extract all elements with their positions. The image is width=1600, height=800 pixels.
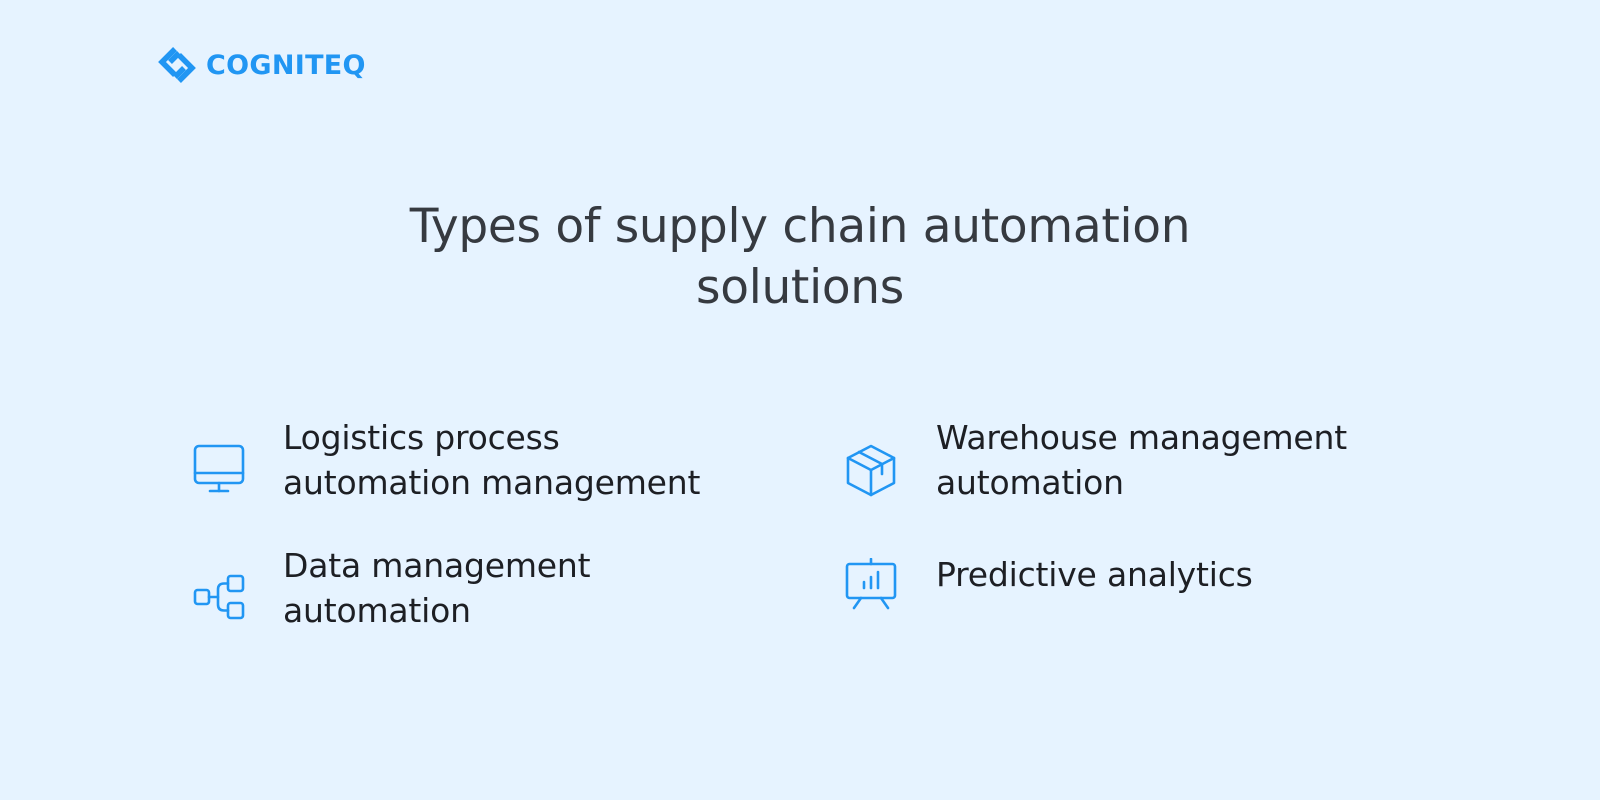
- solution-item-data-management: Data management automation: [193, 546, 591, 630]
- solution-label: Warehouse management automation: [936, 415, 1347, 505]
- label-line-1: Warehouse management: [936, 418, 1347, 457]
- solution-label: Predictive analytics: [936, 552, 1253, 597]
- desktop-monitor-icon: [193, 444, 245, 493]
- solution-item-warehouse: Warehouse management automation: [844, 418, 1347, 502]
- package-box-icon: [846, 444, 896, 497]
- solution-label: Data management automation: [283, 543, 591, 633]
- title-line-2: solutions: [696, 260, 904, 315]
- brand-logo[interactable]: COGNITEQ: [158, 46, 366, 84]
- solution-label: Logistics process automation management: [283, 415, 700, 505]
- hierarchy-tree-icon: [193, 574, 245, 620]
- label-line-2: automation: [936, 463, 1124, 502]
- label-line-2: automation management: [283, 463, 701, 502]
- brand-name: COGNITEQ: [206, 49, 366, 81]
- label-line-1: Logistics process: [283, 418, 560, 457]
- label-line-1: Data management: [283, 546, 591, 585]
- page-title: Types of supply chain automation solutio…: [0, 196, 1600, 318]
- title-line-1: Types of supply chain automation: [409, 199, 1191, 254]
- label-line-1: Predictive analytics: [936, 555, 1253, 594]
- cogniteq-diamond-logo-icon: [158, 47, 196, 83]
- presentation-chart-icon: [845, 558, 897, 610]
- solution-item-predictive-analytics: Predictive analytics: [844, 555, 1253, 612]
- label-line-2: automation: [283, 591, 471, 630]
- solution-item-logistics: Logistics process automation management: [193, 418, 700, 502]
